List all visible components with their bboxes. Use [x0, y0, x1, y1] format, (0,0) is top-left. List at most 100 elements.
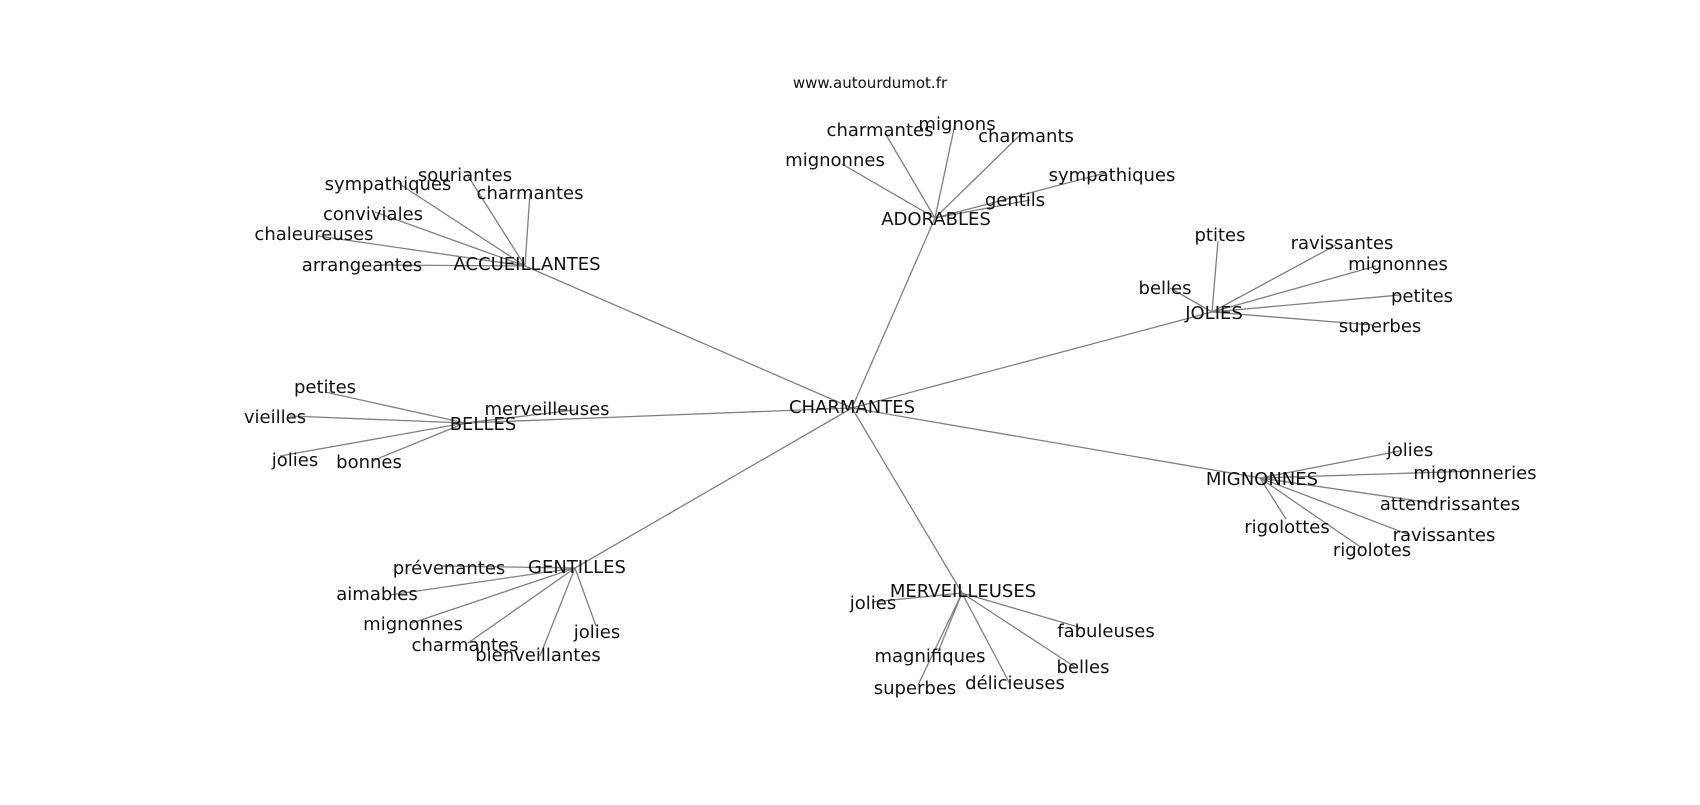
edge-hub-to-leaf: [841, 163, 936, 219]
edge-hub-to-leaf: [411, 567, 576, 624]
leaf-word[interactable]: sympathiques: [325, 174, 452, 195]
leaf-word[interactable]: jolies: [849, 593, 896, 614]
leaf-word[interactable]: prévenantes: [393, 558, 506, 579]
leaf-word[interactable]: mignons: [918, 114, 995, 135]
leaf-word[interactable]: bonnes: [336, 452, 402, 473]
edge-hub-to-leaf: [397, 182, 526, 267]
leaf-word[interactable]: arrangeantes: [302, 255, 422, 276]
edge-hub-to-leaf: [324, 391, 466, 424]
edge-hub-to-leaf: [1259, 477, 1287, 520]
edge-hub-to-leaf: [1211, 311, 1373, 326]
leaf-word[interactable]: sympathiques: [1049, 165, 1176, 186]
hub-word[interactable]: ACCUEILLANTES: [453, 254, 600, 275]
leaf-word[interactable]: petites: [1391, 286, 1453, 307]
edge-center-to-hub: [574, 407, 853, 569]
leaf-word[interactable]: charmantes: [412, 635, 519, 656]
leaf-word[interactable]: ptites: [1195, 225, 1246, 246]
leaf-word[interactable]: mignonnes: [363, 614, 463, 635]
leaf-word[interactable]: vieilles: [244, 407, 306, 428]
edge-hub-to-leaf: [374, 211, 526, 267]
leaf-word[interactable]: petites: [294, 377, 356, 398]
hub-word[interactable]: JOLIES: [1184, 303, 1243, 324]
edge-center-to-hub: [524, 265, 853, 409]
leaf-word[interactable]: délicieuses: [965, 673, 1065, 694]
leaf-word[interactable]: merveilleuses: [484, 399, 609, 420]
leaf-word[interactable]: charmantes: [827, 120, 934, 141]
edge-center-to-hub: [851, 407, 1261, 479]
edge-hub-to-leaf: [917, 592, 963, 686]
edge-hub-to-leaf: [289, 415, 466, 424]
leaf-word[interactable]: mignonneries: [1413, 463, 1536, 484]
edge-hub-to-leaf: [934, 199, 1031, 219]
edge-center-to-hub: [851, 311, 1213, 409]
leaf-word[interactable]: ravissantes: [1291, 233, 1394, 254]
edge-hub-to-leaf: [1259, 450, 1401, 479]
center-word[interactable]: CHARMANTES: [789, 397, 915, 418]
edge-hub-to-leaf: [1259, 470, 1476, 479]
edge-hub-to-leaf: [934, 172, 1106, 219]
edge-hub-to-leaf: [371, 422, 466, 462]
edge-hub-to-leaf: [934, 134, 1021, 219]
leaf-word[interactable]: souriantes: [418, 165, 512, 186]
edge-hub-to-leaf: [539, 567, 576, 657]
edge-center-to-hub: [851, 407, 963, 594]
source-url: www.autourdumot.fr: [793, 74, 948, 92]
leaf-word[interactable]: superbes: [874, 678, 957, 699]
leaf-word[interactable]: magnifiques: [874, 646, 985, 667]
leaf-word[interactable]: charmants: [978, 126, 1074, 147]
leaf-word[interactable]: rigolotes: [1333, 540, 1411, 561]
leaf-word[interactable]: bienveillantes: [475, 645, 601, 666]
leaf-word[interactable]: gentils: [985, 190, 1045, 211]
edge-center-to-hub: [851, 217, 936, 409]
edge-hub-to-leaf: [961, 592, 1076, 668]
leaf-word[interactable]: mignonnes: [1348, 254, 1448, 275]
leaf-word[interactable]: aimables: [336, 584, 417, 605]
leaf-word[interactable]: chaleureuses: [254, 224, 373, 245]
edge-hub-to-leaf: [1169, 287, 1213, 313]
edge-hub-to-leaf: [1211, 244, 1337, 313]
edge-hub-to-leaf: [574, 567, 597, 627]
edge-hub-to-leaf: [524, 192, 531, 267]
leaf-word[interactable]: charmantes: [477, 183, 584, 204]
edge-hub-to-leaf: [379, 264, 526, 267]
edge-hub-to-leaf: [441, 565, 576, 569]
edge-hub-to-leaf: [961, 592, 1011, 685]
leaf-word[interactable]: conviviales: [323, 204, 423, 225]
leaf-word[interactable]: superbes: [1339, 316, 1422, 337]
leaf-word[interactable]: belles: [1139, 278, 1192, 299]
leaf-word[interactable]: rigolottes: [1244, 517, 1329, 538]
leaf-word[interactable]: belles: [1057, 657, 1110, 678]
edge-hub-to-leaf: [1259, 477, 1433, 504]
edge-hub-to-leaf: [464, 409, 576, 424]
hub-word[interactable]: GENTILLES: [528, 557, 626, 578]
edge-hub-to-leaf: [934, 123, 956, 219]
leaf-word[interactable]: jolies: [271, 450, 318, 471]
graph-edges: [279, 123, 1476, 686]
hub-word[interactable]: BELLES: [450, 414, 517, 435]
edge-hub-to-leaf: [1259, 477, 1363, 549]
edge-hub-to-leaf: [1259, 477, 1411, 536]
hub-word[interactable]: ADORABLES: [881, 209, 991, 230]
edge-hub-to-leaf: [317, 235, 526, 267]
leaf-word[interactable]: fabuleuses: [1057, 621, 1155, 642]
edge-hub-to-leaf: [467, 567, 576, 644]
hub-word[interactable]: MERVEILLEUSES: [890, 581, 1036, 602]
hub-word[interactable]: MIGNONNES: [1206, 469, 1318, 490]
edge-hub-to-leaf: [884, 132, 936, 219]
edge-hub-to-leaf: [1211, 294, 1401, 313]
edge-hub-to-leaf: [389, 567, 576, 596]
edge-hub-to-leaf: [961, 592, 1086, 630]
leaf-word[interactable]: attendrissantes: [1380, 494, 1520, 515]
edge-hub-to-leaf: [279, 422, 466, 457]
edge-hub-to-leaf: [1211, 240, 1219, 313]
edge-center-to-hub: [464, 407, 853, 424]
graph-labels: CHARMANTESACCUEILLANTESsouriantessympath…: [244, 114, 1537, 699]
leaf-word[interactable]: jolies: [573, 622, 620, 643]
edge-hub-to-leaf: [467, 175, 526, 267]
leaf-word[interactable]: jolies: [1386, 440, 1433, 461]
leaf-word[interactable]: mignonnes: [785, 150, 885, 171]
edge-hub-to-leaf: [1211, 265, 1377, 313]
leaf-word[interactable]: ravissantes: [1393, 525, 1496, 546]
